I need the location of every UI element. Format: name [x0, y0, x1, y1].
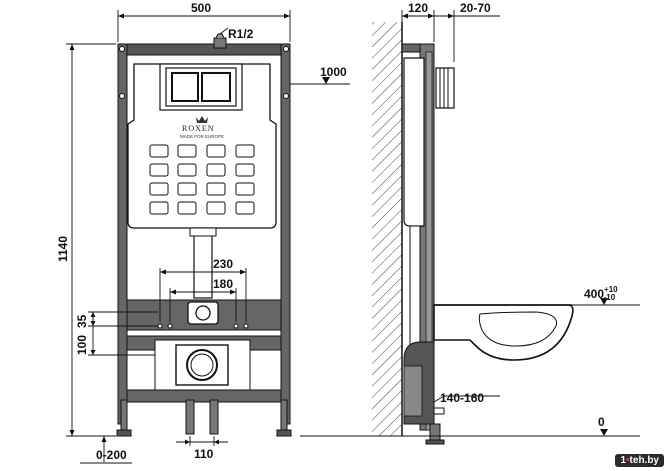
label-depth: 120 — [408, 1, 428, 15]
brand-logo: ROXEN — [182, 124, 215, 133]
frame-top-bar — [117, 43, 291, 56]
cistern-grid — [149, 144, 255, 215]
label-outlet-offset: 140-160 — [440, 391, 484, 405]
side-view — [372, 22, 574, 445]
leg-right — [280, 399, 288, 433]
label-flush-height: 1000 — [320, 65, 347, 79]
flush-button-right — [201, 72, 231, 102]
frame-left-post — [117, 43, 128, 425]
label-dim-100: 100 — [75, 335, 89, 355]
watermark: 1•teh.by — [615, 454, 664, 467]
label-pipe: R1/2 — [228, 27, 254, 41]
label-span-230: 230 — [213, 257, 233, 271]
flush-button-left — [171, 72, 199, 102]
crown-icon — [196, 116, 208, 123]
flush-pipe — [193, 227, 213, 299]
wall-hatch — [372, 22, 402, 436]
front-view — [116, 33, 292, 437]
label-dim-35: 35 — [75, 314, 89, 328]
label-leg-spacing: 110 — [194, 447, 214, 461]
label-floor: 0 — [598, 415, 605, 429]
label-foot-adjust: 0-200 — [96, 448, 127, 462]
brand-subtitle: MADE FOR EUROPE — [180, 134, 224, 139]
front-dimensions — [66, 10, 350, 464]
label-width: 500 — [191, 1, 211, 15]
frame-right-post — [280, 43, 291, 425]
label-button-depth: 20-70 — [460, 1, 491, 15]
side-dimensions — [300, 10, 640, 437]
flush-plate-side — [435, 67, 455, 109]
leg-left — [120, 399, 128, 433]
label-bowl-height: 400+10-10 — [584, 285, 618, 302]
label-height: 1140 — [56, 236, 70, 262]
label-span-180: 180 — [213, 277, 233, 291]
